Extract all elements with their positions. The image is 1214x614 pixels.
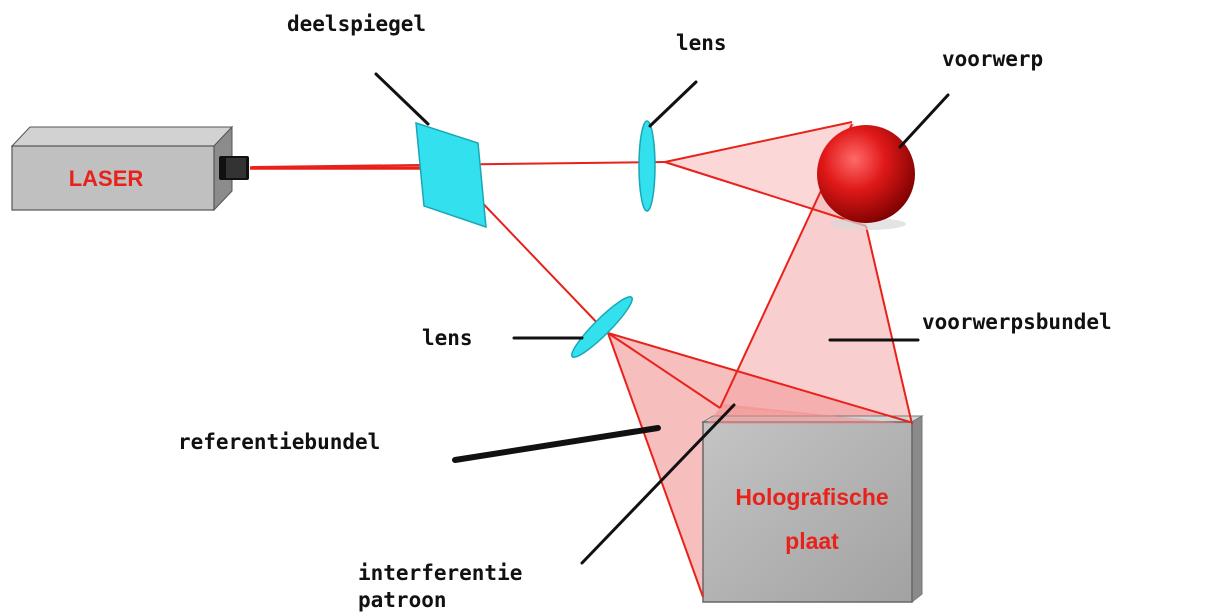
plate-label-line1: Holografische xyxy=(735,484,888,510)
leader-lens-top xyxy=(648,80,698,128)
label-voorwerp: voorwerp xyxy=(942,47,1043,71)
label-voorwerpsbundel: voorwerpsbundel xyxy=(922,310,1112,334)
object-sphere xyxy=(817,125,915,230)
plate-label-line2: plaat xyxy=(785,528,839,554)
lens-top xyxy=(638,120,656,212)
lens-bottom xyxy=(571,296,633,358)
label-lens-top: lens xyxy=(676,31,727,55)
label-lens-bottom: lens xyxy=(422,326,473,350)
laser-label: LASER xyxy=(69,166,144,191)
holographic-plate xyxy=(701,404,924,604)
label-interferentie: interferentie xyxy=(358,561,522,585)
leader-interference xyxy=(580,403,736,565)
object-illumination-cone xyxy=(660,122,866,226)
beam-splitter xyxy=(415,121,487,229)
label-referentiebundel: referentiebundel xyxy=(178,430,380,454)
leader-voorwerp xyxy=(898,93,950,149)
laser-device: LASER xyxy=(10,125,249,212)
leader-deelspiegel xyxy=(374,72,430,126)
leader-referentiebundel xyxy=(452,425,661,463)
object-beam-cone xyxy=(720,122,912,424)
label-deelspiegel: deelspiegel xyxy=(287,12,426,36)
label-patroon: patroon xyxy=(358,588,447,612)
leader-lines xyxy=(374,72,950,565)
